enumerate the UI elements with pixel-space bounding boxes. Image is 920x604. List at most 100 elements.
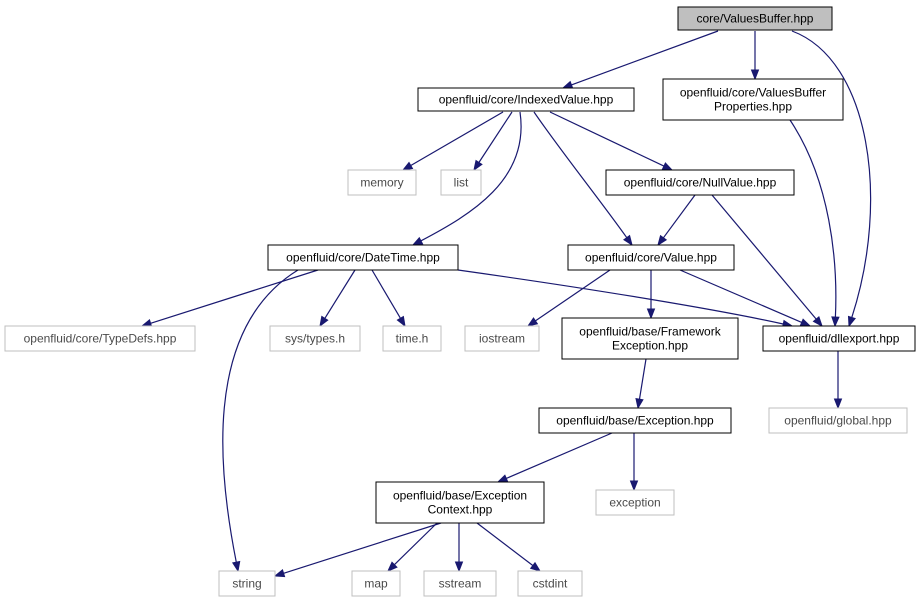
node-dllexport[interactable]: openfluid/dllexport.hpp	[762, 325, 916, 352]
arrowhead-icon	[273, 569, 286, 578]
node-sys-types[interactable]: sys/types.h	[269, 325, 361, 352]
edge-indexed_value-to-list	[473, 111, 513, 172]
node-box	[269, 325, 361, 352]
node-label: openfluid/core/DateTime.hpp	[286, 251, 440, 265]
arrowhead-icon	[411, 236, 424, 246]
edge-value-to-dllexport	[679, 269, 812, 327]
node-type-defs[interactable]: openfluid/core/TypeDefs.hpp	[4, 325, 196, 352]
node-label: openfluid/core/ValuesBuffer	[680, 86, 826, 100]
node-indexed-value[interactable]: openfluid/core/IndexedValue.hpp	[417, 87, 635, 112]
edge-null_value-to-value	[657, 194, 696, 247]
edge-exception_context-to-cstdint	[476, 522, 542, 572]
node-label: openfluid/global.hpp	[784, 414, 892, 428]
node-exception-hpp[interactable]: openfluid/base/Exception.hpp	[538, 407, 732, 434]
edge-value-to-framework_exception	[646, 270, 656, 320]
edge-line	[393, 522, 438, 566]
edge-values_buffer-to-dllexport	[791, 30, 872, 328]
node-box	[538, 407, 732, 434]
node-box	[762, 325, 916, 352]
arrowhead-icon	[401, 161, 414, 171]
edge-line	[476, 522, 534, 566]
edges	[140, 30, 872, 578]
edge-dllexport-to-global	[833, 351, 843, 410]
edge-values_buffer_props-to-dllexport	[789, 119, 840, 328]
edge-line	[571, 30, 719, 86]
arrowhead-icon	[526, 317, 539, 327]
node-string[interactable]: string	[218, 570, 276, 597]
node-label: map	[364, 577, 388, 591]
node-box	[382, 325, 442, 352]
node-label: openfluid/base/Exception	[393, 489, 527, 503]
arrowhead-icon	[847, 315, 856, 328]
arrowhead-icon	[473, 159, 483, 172]
edge-line	[457, 269, 784, 325]
node-box	[423, 570, 497, 597]
edge-line	[150, 269, 319, 324]
edge-line	[410, 111, 504, 167]
node-label: cstdint	[533, 577, 568, 591]
edge-line	[324, 269, 356, 319]
arrowhead-icon	[657, 234, 668, 247]
edge-null_value-to-dllexport	[711, 194, 823, 328]
node-value[interactable]: openfluid/core/Value.hpp	[567, 244, 735, 271]
node-label: core/ValuesBuffer.hpp	[697, 12, 814, 26]
node-label: openfluid/base/Exception.hpp	[556, 414, 714, 428]
node-iostream[interactable]: iostream	[464, 325, 540, 352]
edge-exception_hpp-to-exception	[629, 433, 639, 492]
edge-line	[283, 522, 442, 574]
node-box	[375, 481, 545, 524]
node-box	[417, 87, 635, 112]
edge-date_time-to-sys_types	[319, 269, 356, 328]
edge-line	[662, 194, 696, 239]
edge-indexed_value-to-date_time	[411, 111, 522, 246]
edge-indexed_value-to-value	[533, 111, 633, 247]
node-label: Exception.hpp	[612, 339, 688, 353]
node-values-buffer[interactable]: core/ValuesBuffer.hpp	[677, 6, 833, 31]
node-label: list	[454, 176, 469, 190]
node-label: exception	[609, 496, 660, 510]
node-map[interactable]: map	[351, 570, 401, 597]
node-time-h[interactable]: time.h	[382, 325, 442, 352]
node-label: Context.hpp	[428, 503, 493, 517]
arrowhead-icon	[635, 397, 644, 410]
node-sstream[interactable]: sstream	[423, 570, 497, 597]
node-box	[351, 570, 401, 597]
node-label: sstream	[439, 577, 482, 591]
node-box	[440, 169, 482, 196]
node-list[interactable]: list	[440, 169, 482, 196]
arrowhead-icon	[319, 315, 329, 328]
node-box	[267, 244, 459, 271]
node-box	[517, 570, 583, 597]
node-values-buffer-props[interactable]: openfluid/core/ValuesBufferProperties.hp…	[662, 78, 844, 121]
node-global[interactable]: openfluid/global.hpp	[768, 407, 908, 434]
edge-line	[638, 358, 647, 400]
arrowhead-icon	[231, 560, 241, 573]
arrowhead-icon	[831, 316, 840, 328]
edge-date_time-to-string	[222, 269, 299, 573]
arrowhead-icon	[629, 480, 639, 492]
node-null-value[interactable]: openfluid/core/NullValue.hpp	[605, 169, 795, 196]
node-label: memory	[360, 176, 403, 190]
node-memory[interactable]: memory	[347, 169, 417, 196]
edge-date_time-to-time_h	[371, 269, 406, 328]
edge-line	[679, 269, 802, 323]
node-box	[605, 169, 795, 196]
node-box	[347, 169, 417, 196]
node-exception[interactable]: exception	[595, 489, 675, 516]
edge-line	[371, 269, 401, 319]
node-box	[464, 325, 540, 352]
node-label: openfluid/dllexport.hpp	[779, 332, 900, 346]
edge-line	[420, 111, 522, 242]
arrowhead-icon	[454, 561, 464, 573]
node-date-time[interactable]: openfluid/core/DateTime.hpp	[267, 244, 459, 271]
edge-exception_context-to-map	[387, 522, 438, 572]
arrowhead-icon	[396, 315, 406, 328]
edge-line	[222, 269, 299, 563]
node-box	[595, 489, 675, 516]
node-cstdint[interactable]: cstdint	[517, 570, 583, 597]
node-label: string	[232, 577, 261, 591]
edge-line	[506, 432, 613, 479]
node-box	[4, 325, 196, 352]
